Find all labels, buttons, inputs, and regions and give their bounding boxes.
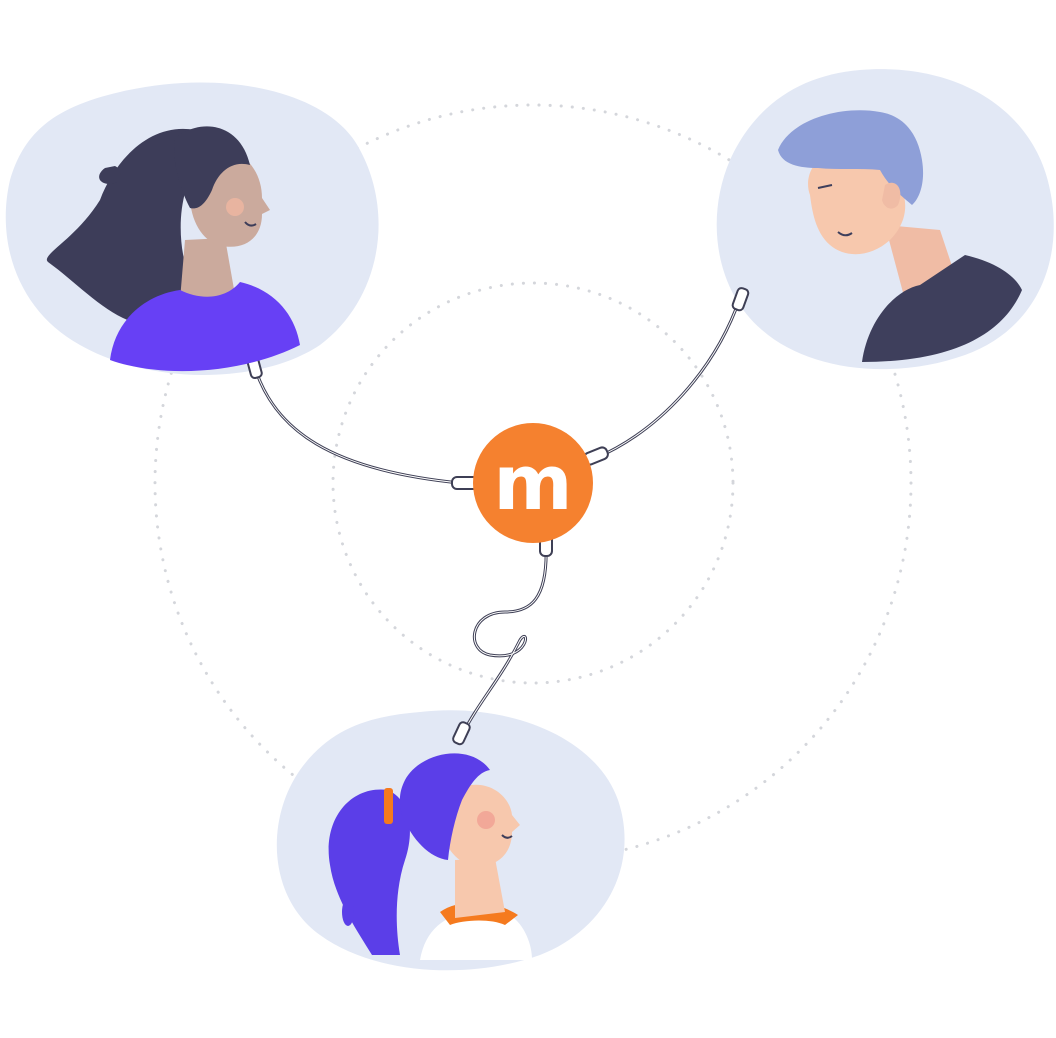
smile [244, 221, 257, 227]
cables [253, 296, 742, 737]
hair-front [174, 126, 250, 209]
cable-connectors [246, 287, 750, 746]
hair-tie [384, 788, 393, 824]
avatar-man-blue-hair [778, 110, 1022, 362]
hub-circle [473, 423, 593, 543]
cheek [477, 811, 495, 829]
plug-right-avatar [731, 287, 750, 312]
smile [837, 231, 853, 237]
cable-bottom-highlight [461, 544, 547, 736]
neck [180, 238, 235, 300]
hair-back [46, 128, 201, 326]
outer-ring [153, 103, 913, 863]
neck [455, 858, 505, 918]
hair-front [399, 753, 490, 860]
cable-right-highlight [595, 297, 741, 459]
cable-left-highlight [254, 367, 461, 484]
face [808, 156, 906, 255]
dotted-rings [153, 103, 913, 863]
shirt-purple [110, 282, 300, 372]
avatar-woman-dark-hair [46, 126, 300, 372]
hub-logo: m [473, 423, 593, 543]
inner-ring [331, 281, 735, 685]
cheek [226, 198, 244, 216]
ponytail-tip [342, 898, 354, 926]
hair-curl [99, 166, 121, 185]
avatar-girl-ponytail [328, 753, 532, 960]
smile [501, 834, 513, 839]
plug-bottom-avatar [452, 721, 471, 746]
shirt-navy [862, 255, 1022, 362]
cable-right [594, 296, 742, 460]
eyebrow [817, 184, 833, 189]
ear [882, 182, 901, 209]
hub-letter: m [493, 438, 572, 527]
cable-left [253, 366, 462, 485]
hair [778, 110, 924, 205]
